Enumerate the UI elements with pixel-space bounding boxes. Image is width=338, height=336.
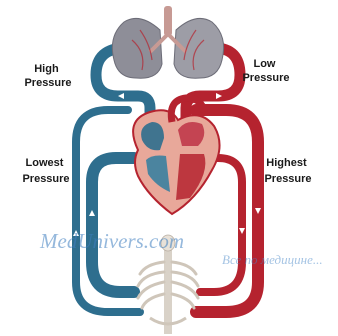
spine xyxy=(164,248,172,334)
left-ventricle xyxy=(176,154,205,200)
watermark-sub: Все по медицине... xyxy=(222,252,323,267)
highest-pressure-line2: Pressure xyxy=(264,173,311,185)
high-pressure-label: High Pressure xyxy=(24,63,71,89)
lungs xyxy=(112,6,223,78)
left-atrium xyxy=(178,122,204,146)
high-pressure-line1: High xyxy=(34,63,59,75)
watermark: MedUnivers.com Все по медицине... xyxy=(39,229,323,267)
high-pressure-line2: Pressure xyxy=(24,77,71,89)
low-pressure-label: Low Pressure xyxy=(242,58,289,84)
watermark-main: MedUnivers.com xyxy=(39,229,184,253)
lowest-pressure-label: Lowest Pressure xyxy=(22,157,69,185)
trachea xyxy=(164,6,172,36)
lowest-pressure-line1: Lowest xyxy=(26,157,64,169)
lowest-pressure-line2: Pressure xyxy=(22,173,69,185)
low-pressure-line1: Low xyxy=(253,58,275,70)
highest-pressure-label: Highest Pressure xyxy=(264,157,311,185)
low-pressure-line2: Pressure xyxy=(242,72,289,84)
systemic-vein xyxy=(92,158,134,292)
vena-cava-outer xyxy=(76,110,140,312)
highest-pressure-line1: Highest xyxy=(266,157,307,169)
